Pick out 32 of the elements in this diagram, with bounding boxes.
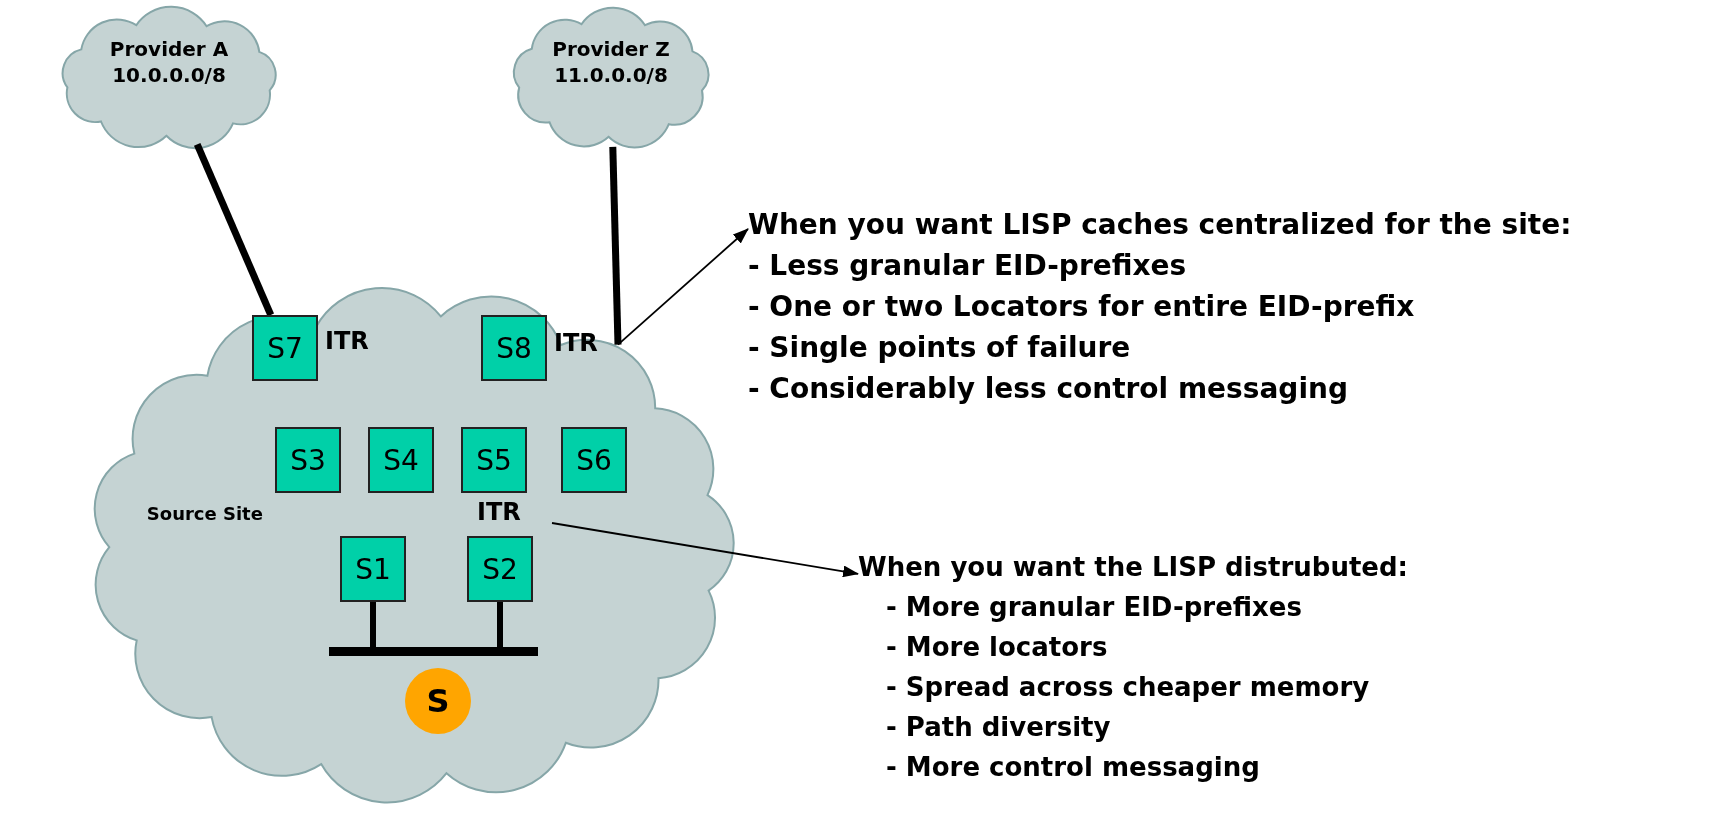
switch-box: S8 xyxy=(481,315,547,381)
link-line xyxy=(370,602,376,647)
bullet-text: - More locators xyxy=(886,632,1108,662)
switch-box: S2 xyxy=(467,536,533,602)
bullet-text: - Considerably less control messaging xyxy=(748,372,1348,405)
itr-label: ITR xyxy=(325,327,369,355)
bus-bar xyxy=(329,647,538,656)
switch-box: S4 xyxy=(368,427,434,493)
cloud-label: Provider A 10.0.0.0/8 xyxy=(108,36,230,89)
bullet-text: - Spread across cheaper memory xyxy=(886,672,1370,702)
bullet-text: - Less granular EID-prefixes xyxy=(748,249,1187,282)
arrow xyxy=(617,228,749,346)
bullet-text: - One or two Locators for entire EID-prefix xyxy=(748,290,1415,323)
switch-box: S3 xyxy=(275,427,341,493)
bullet-text: - More granular EID-prefixes xyxy=(886,592,1302,622)
itr-label: ITR xyxy=(554,329,598,357)
bullet-text: - Path diversity xyxy=(886,712,1111,742)
switch-box: S1 xyxy=(340,536,406,602)
itr-label: ITR xyxy=(477,498,521,526)
cloud-label: Source Site xyxy=(146,502,263,526)
switch-box: S6 xyxy=(561,427,627,493)
bullet-text: - More control messaging xyxy=(886,752,1260,782)
link-line xyxy=(194,142,274,317)
heading-text: When you want the LISP distrubuted: xyxy=(858,552,1408,582)
link-line xyxy=(497,602,503,647)
link-line xyxy=(609,146,622,345)
switch-box: S7 xyxy=(252,315,318,381)
cloud-label: Provider Z 11.0.0.0/8 xyxy=(551,36,671,89)
switch-box: S5 xyxy=(461,427,527,493)
heading-text: When you want LISP caches centralized for the site: xyxy=(748,208,1572,241)
bullet-text: - Single points of failure xyxy=(748,331,1131,364)
arrow xyxy=(551,522,859,578)
